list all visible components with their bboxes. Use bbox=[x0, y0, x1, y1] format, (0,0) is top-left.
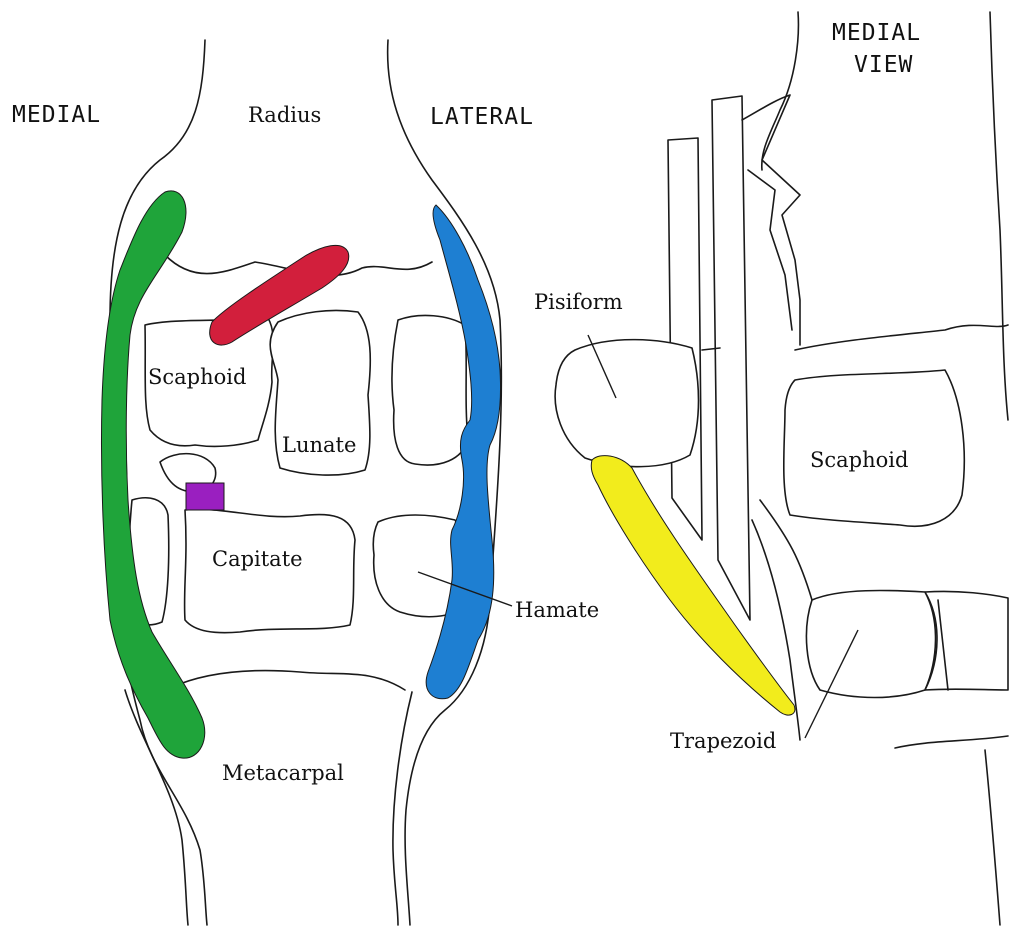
label-medial: MEDIAL bbox=[12, 102, 101, 128]
left-wrist-view bbox=[101, 40, 512, 925]
label-radius: Radius bbox=[248, 103, 321, 127]
bone-ridge-inner bbox=[748, 170, 792, 330]
label-medial-view-1: MEDIAL bbox=[832, 20, 921, 46]
medial-view-lower-contour bbox=[985, 750, 1000, 925]
label-capitate: Capitate bbox=[212, 547, 303, 571]
label-pisiform: Pisiform bbox=[534, 290, 623, 314]
medial-view-right-contour bbox=[990, 12, 1008, 420]
label-hamate: Hamate bbox=[515, 598, 599, 622]
radius-shaft bbox=[712, 96, 750, 620]
label-lateral: LATERAL bbox=[430, 104, 534, 130]
label-medial-view-2: VIEW bbox=[854, 52, 913, 78]
label-lunate: Lunate bbox=[282, 433, 356, 457]
metacarpal-base-line-left bbox=[170, 671, 405, 690]
lateral-upper-carpal bbox=[392, 315, 468, 465]
label-scaphoid-left: Scaphoid bbox=[148, 365, 246, 389]
label-trapezoid: Trapezoid bbox=[670, 729, 776, 753]
label-metacarpal: Metacarpal bbox=[222, 761, 344, 785]
trapezium-bone bbox=[925, 591, 1008, 690]
ulna-shaft bbox=[668, 138, 702, 540]
upper-carpal-row bbox=[795, 325, 1008, 350]
label-scaphoid-right: Scaphoid bbox=[810, 448, 908, 472]
metacarpal-base-arc bbox=[895, 736, 1008, 748]
purple-marker bbox=[186, 483, 224, 510]
right-medial-view bbox=[555, 12, 1008, 925]
trapezoid-bone bbox=[806, 590, 935, 697]
pisiform-bone bbox=[555, 340, 698, 467]
metacarpal-shaft-right bbox=[393, 692, 412, 925]
